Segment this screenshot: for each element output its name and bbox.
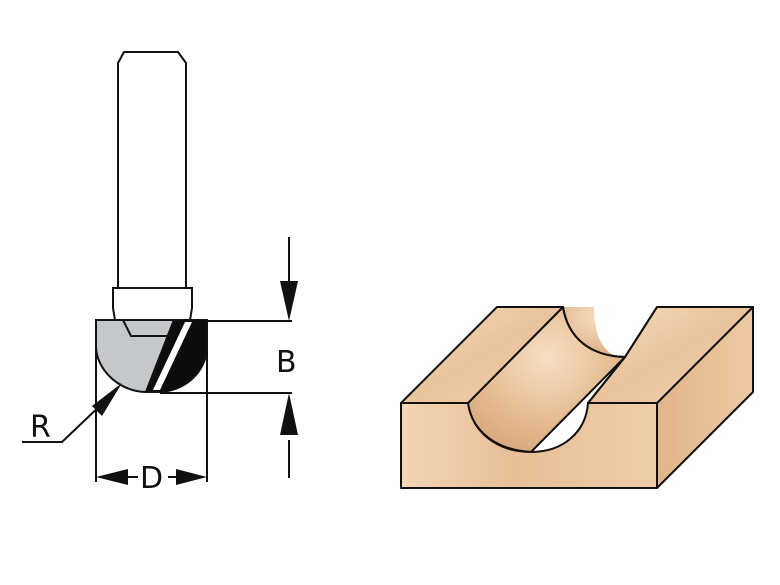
wood-front-face [400, 402, 658, 489]
bit-shank [117, 51, 187, 289]
bit-neck [122, 319, 174, 337]
r-leader-line [22, 401, 105, 443]
r-arrow-head [92, 383, 122, 416]
depth-label: B [276, 345, 297, 380]
b-arrow-bottom-head [280, 393, 298, 435]
wood-groove-right-edge [587, 356, 626, 404]
arrowheads [92, 281, 298, 485]
wood-block [400, 306, 754, 489]
d-arrow-right-head [176, 469, 207, 485]
b-arrow-top-head [280, 281, 298, 321]
diameter-label: D [140, 461, 163, 496]
wood-groove-end [563, 307, 627, 358]
d-arrow-left-head [96, 469, 128, 485]
radius-label: R [30, 410, 51, 445]
bit-collar [112, 287, 193, 321]
bit-flute-highlight [153, 322, 192, 390]
dimension-lines [22, 237, 292, 482]
wood-groove-back-edge [562, 306, 658, 358]
router-bit [95, 51, 208, 394]
